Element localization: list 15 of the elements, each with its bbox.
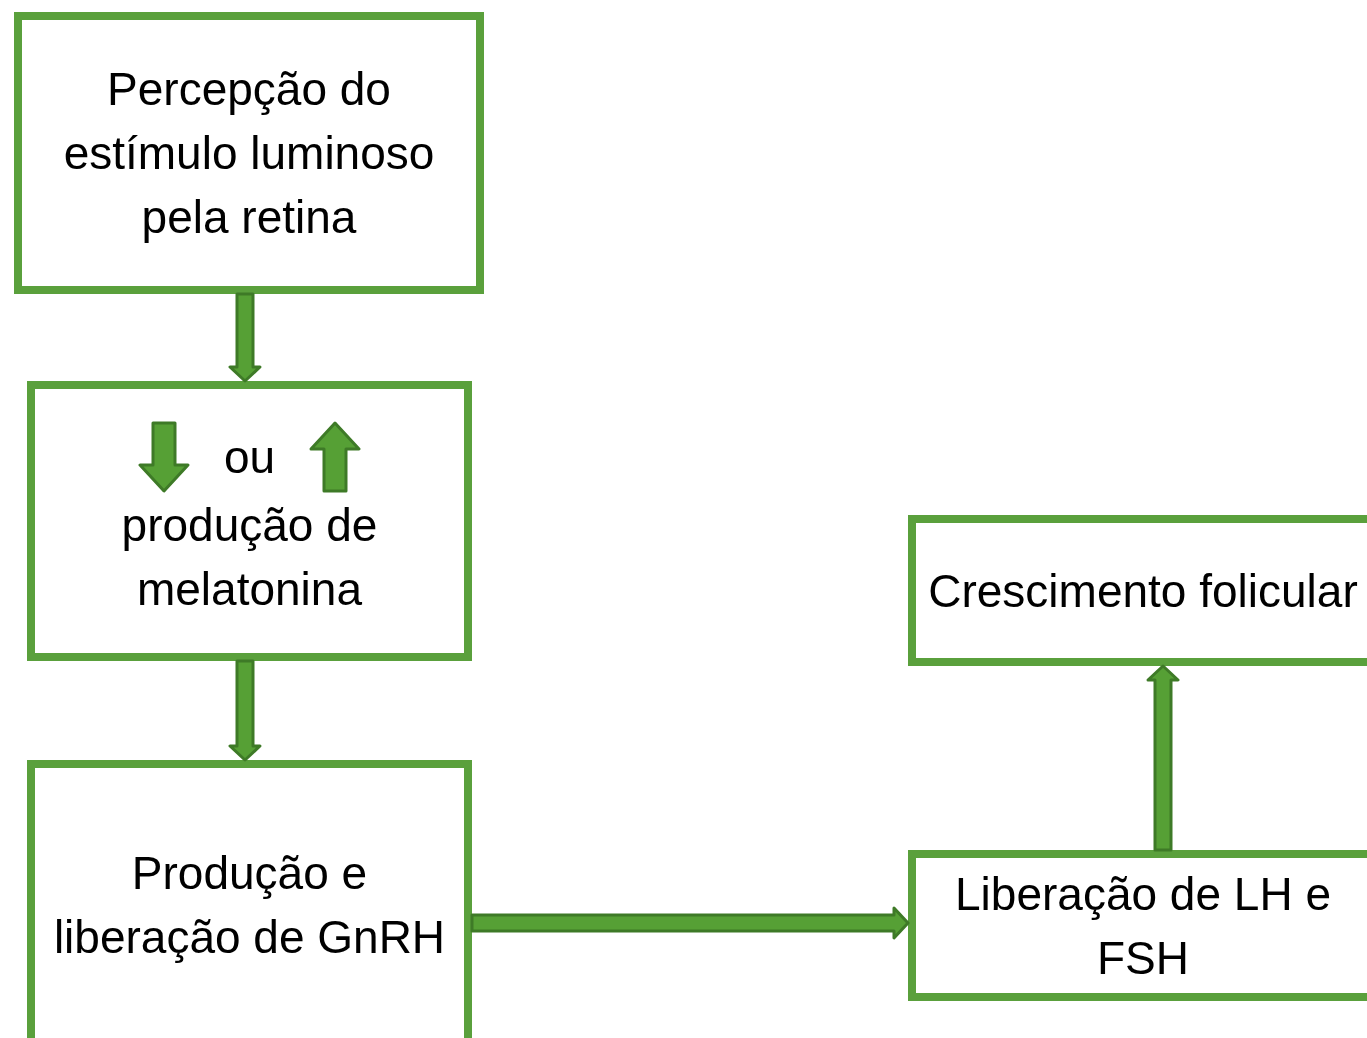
box-text: Produção e liberação de GnRH bbox=[52, 846, 447, 965]
box-text: Crescimento folicular bbox=[928, 563, 1358, 619]
block-arrow bbox=[228, 292, 262, 383]
box-text: ou bbox=[223, 430, 276, 485]
box-text: produção de melatonina bbox=[120, 498, 379, 617]
process-box bbox=[908, 850, 1367, 1001]
block-arrow bbox=[1146, 664, 1180, 852]
process-box bbox=[908, 515, 1367, 666]
process-box bbox=[27, 760, 472, 1038]
block-arrow bbox=[470, 906, 910, 940]
box-text: Percepção do estímulo luminoso pela retina bbox=[62, 62, 436, 245]
process-box bbox=[27, 381, 472, 661]
box-text: Liberação de LH e FSH bbox=[954, 866, 1332, 986]
block-arrow bbox=[228, 659, 262, 762]
process-box bbox=[14, 12, 484, 294]
